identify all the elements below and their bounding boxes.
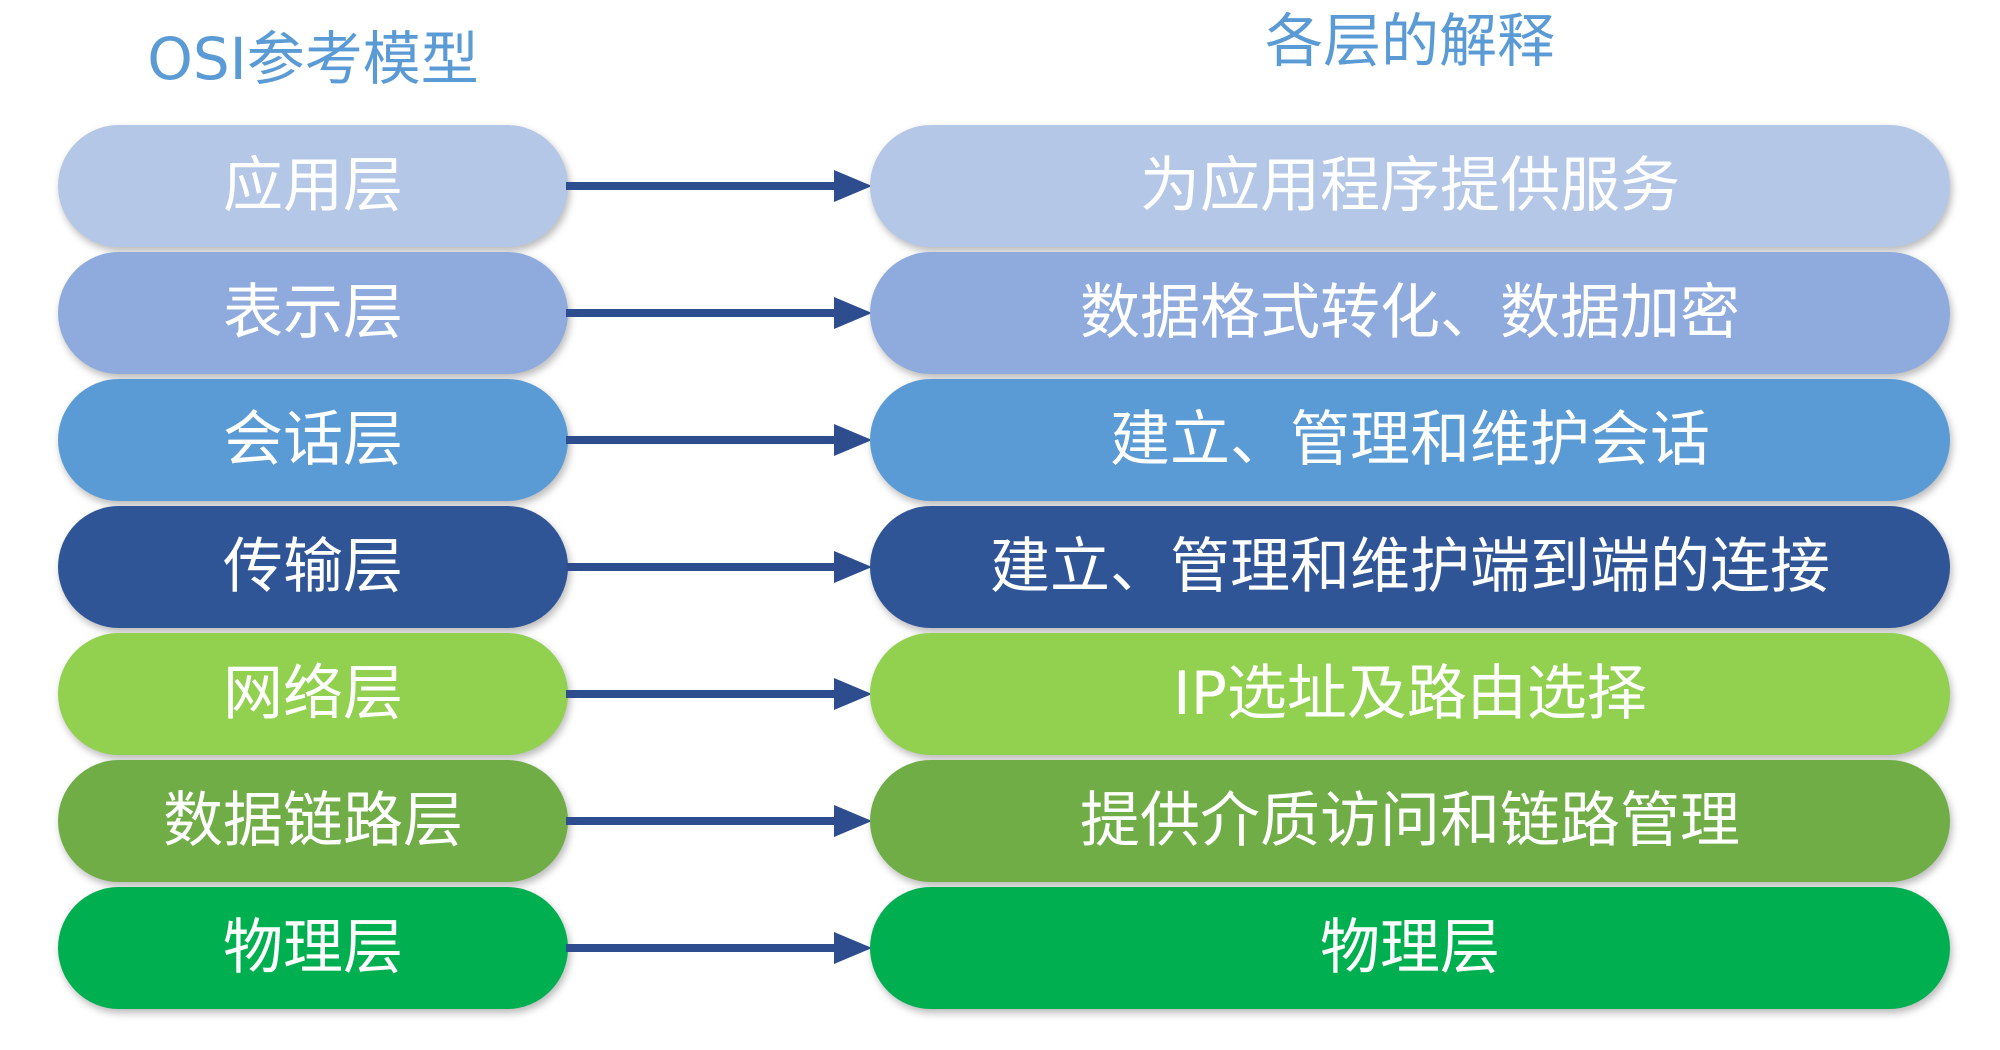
- arrow-right-icon: [566, 170, 872, 202]
- layer-row: 表示层 数据格式转化、数据加密: [0, 252, 2000, 374]
- layer-name-pill: 应用层: [58, 125, 568, 247]
- layer-name-pill: 数据链路层: [58, 760, 568, 882]
- arrow-right-icon: [566, 805, 872, 837]
- layer-name-pill: 网络层: [58, 633, 568, 755]
- layer-description-pill: IP选址及路由选择: [870, 633, 1950, 755]
- osi-model-header: OSI参考模型: [147, 25, 479, 93]
- arrow-right-icon: [566, 678, 872, 710]
- arrow-right-icon: [566, 932, 872, 964]
- layer-row: 物理层 物理层: [0, 887, 2000, 1009]
- layer-row: 会话层 建立、管理和维护会话: [0, 379, 2000, 501]
- layer-description-pill: 物理层: [870, 887, 1950, 1009]
- arrow-right-icon: [566, 551, 872, 583]
- layer-explanation-header: 各层的解释: [1264, 7, 1555, 75]
- layer-row: 网络层 IP选址及路由选择: [0, 633, 2000, 755]
- layer-description-pill: 建立、管理和维护端到端的连接: [870, 506, 1950, 628]
- layer-name-pill: 会话层: [58, 379, 568, 501]
- layer-description-pill: 为应用程序提供服务: [870, 125, 1950, 247]
- layer-description-pill: 提供介质访问和链路管理: [870, 760, 1950, 882]
- layer-row: 传输层 建立、管理和维护端到端的连接: [0, 506, 2000, 628]
- layer-description-pill: 建立、管理和维护会话: [870, 379, 1950, 501]
- arrow-right-icon: [566, 297, 872, 329]
- layer-row: 应用层 为应用程序提供服务: [0, 125, 2000, 247]
- layer-name-pill: 表示层: [58, 252, 568, 374]
- layer-name-pill: 物理层: [58, 887, 568, 1009]
- layer-row: 数据链路层 提供介质访问和链路管理: [0, 760, 2000, 882]
- layer-description-pill: 数据格式转化、数据加密: [870, 252, 1950, 374]
- arrow-right-icon: [566, 424, 872, 456]
- layer-name-pill: 传输层: [58, 506, 568, 628]
